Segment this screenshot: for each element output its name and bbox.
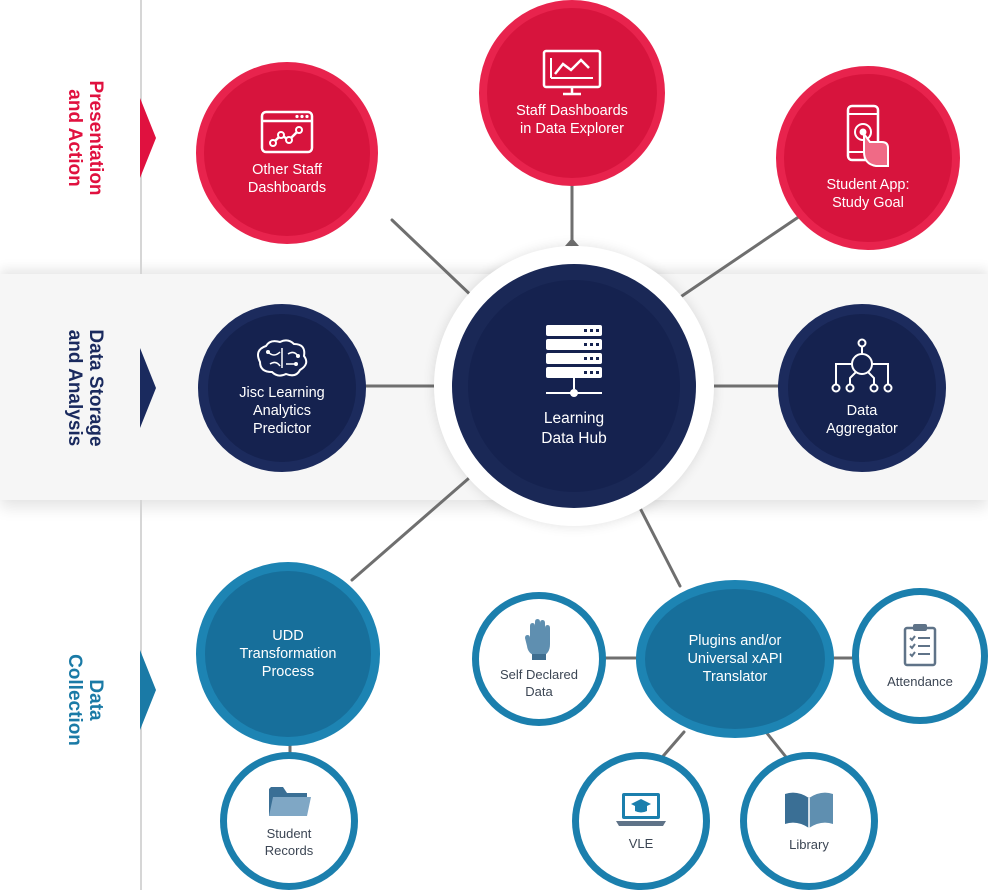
- node-self-declared-data[interactable]: Self Declared Data: [472, 592, 606, 726]
- node-plugins-xapi[interactable]: Plugins and/or Universal xAPI Translator: [636, 580, 834, 738]
- connector-arrowhead: [565, 238, 579, 246]
- node-attendance[interactable]: Attendance: [852, 588, 988, 724]
- folder-icon: [269, 787, 311, 816]
- monitor-chart-icon: [542, 49, 602, 96]
- clipboard-checklist-icon: [903, 623, 937, 666]
- node-staff-dashboards-explorer[interactable]: Staff Dashboards in Data Explorer: [479, 0, 665, 186]
- node-other-staff-dashboards[interactable]: Other Staff Dashboards: [196, 62, 378, 244]
- node-label: Data Aggregator: [826, 403, 898, 437]
- open-book-icon: [785, 792, 833, 828]
- node-label: Staff Dashboards in Data Explorer: [516, 103, 628, 137]
- node-vle[interactable]: VLE: [572, 752, 710, 890]
- brain-circuit-icon: [257, 339, 308, 377]
- node-learning-data-hub[interactable]: Learning Data Hub: [452, 264, 696, 508]
- section-chevron-storage: [140, 348, 156, 428]
- node-udd-transformation[interactable]: UDD Transformation Process: [196, 562, 380, 746]
- connector-hub-udd: [350, 470, 478, 582]
- connector-hub-plugins: [638, 506, 682, 588]
- browser-chart-icon: [260, 110, 314, 154]
- phone-tap-icon: [846, 104, 889, 167]
- network-tree-icon: [831, 338, 893, 393]
- node-student-app[interactable]: Student App: Study Goal: [776, 66, 960, 250]
- server-stack-icon: [546, 325, 602, 397]
- node-data-aggregator[interactable]: Data Aggregator: [778, 304, 946, 472]
- raised-hand-icon: [525, 619, 550, 660]
- node-label: Attendance: [887, 673, 953, 689]
- node-label: Jisc Learning Analytics Predictor: [239, 385, 325, 437]
- node-label: Plugins and/or Universal xAPI Translator: [687, 633, 783, 685]
- node-label: Self Declared Data: [499, 667, 579, 699]
- node-label: Student App: Study Goal: [826, 177, 910, 211]
- node-predictor[interactable]: Jisc Learning Analytics Predictor: [198, 304, 366, 472]
- node-label: Student Records: [264, 826, 314, 858]
- node-label: Learning Data Hub: [541, 410, 607, 447]
- connector-hub-other-staff: [390, 218, 478, 302]
- section-chevron-presentation: [140, 98, 156, 178]
- connector-hub-student-app: [674, 214, 802, 302]
- node-library[interactable]: Library: [740, 752, 878, 890]
- laptop-graduation-icon: [616, 792, 666, 826]
- node-label: Library: [789, 836, 829, 852]
- node-student-records[interactable]: Student Records: [220, 752, 358, 890]
- node-label: VLE: [628, 835, 654, 851]
- section-chevron-collection: [140, 650, 156, 730]
- node-label: UDD Transformation Process: [239, 628, 337, 680]
- node-label: Other Staff Dashboards: [247, 162, 327, 196]
